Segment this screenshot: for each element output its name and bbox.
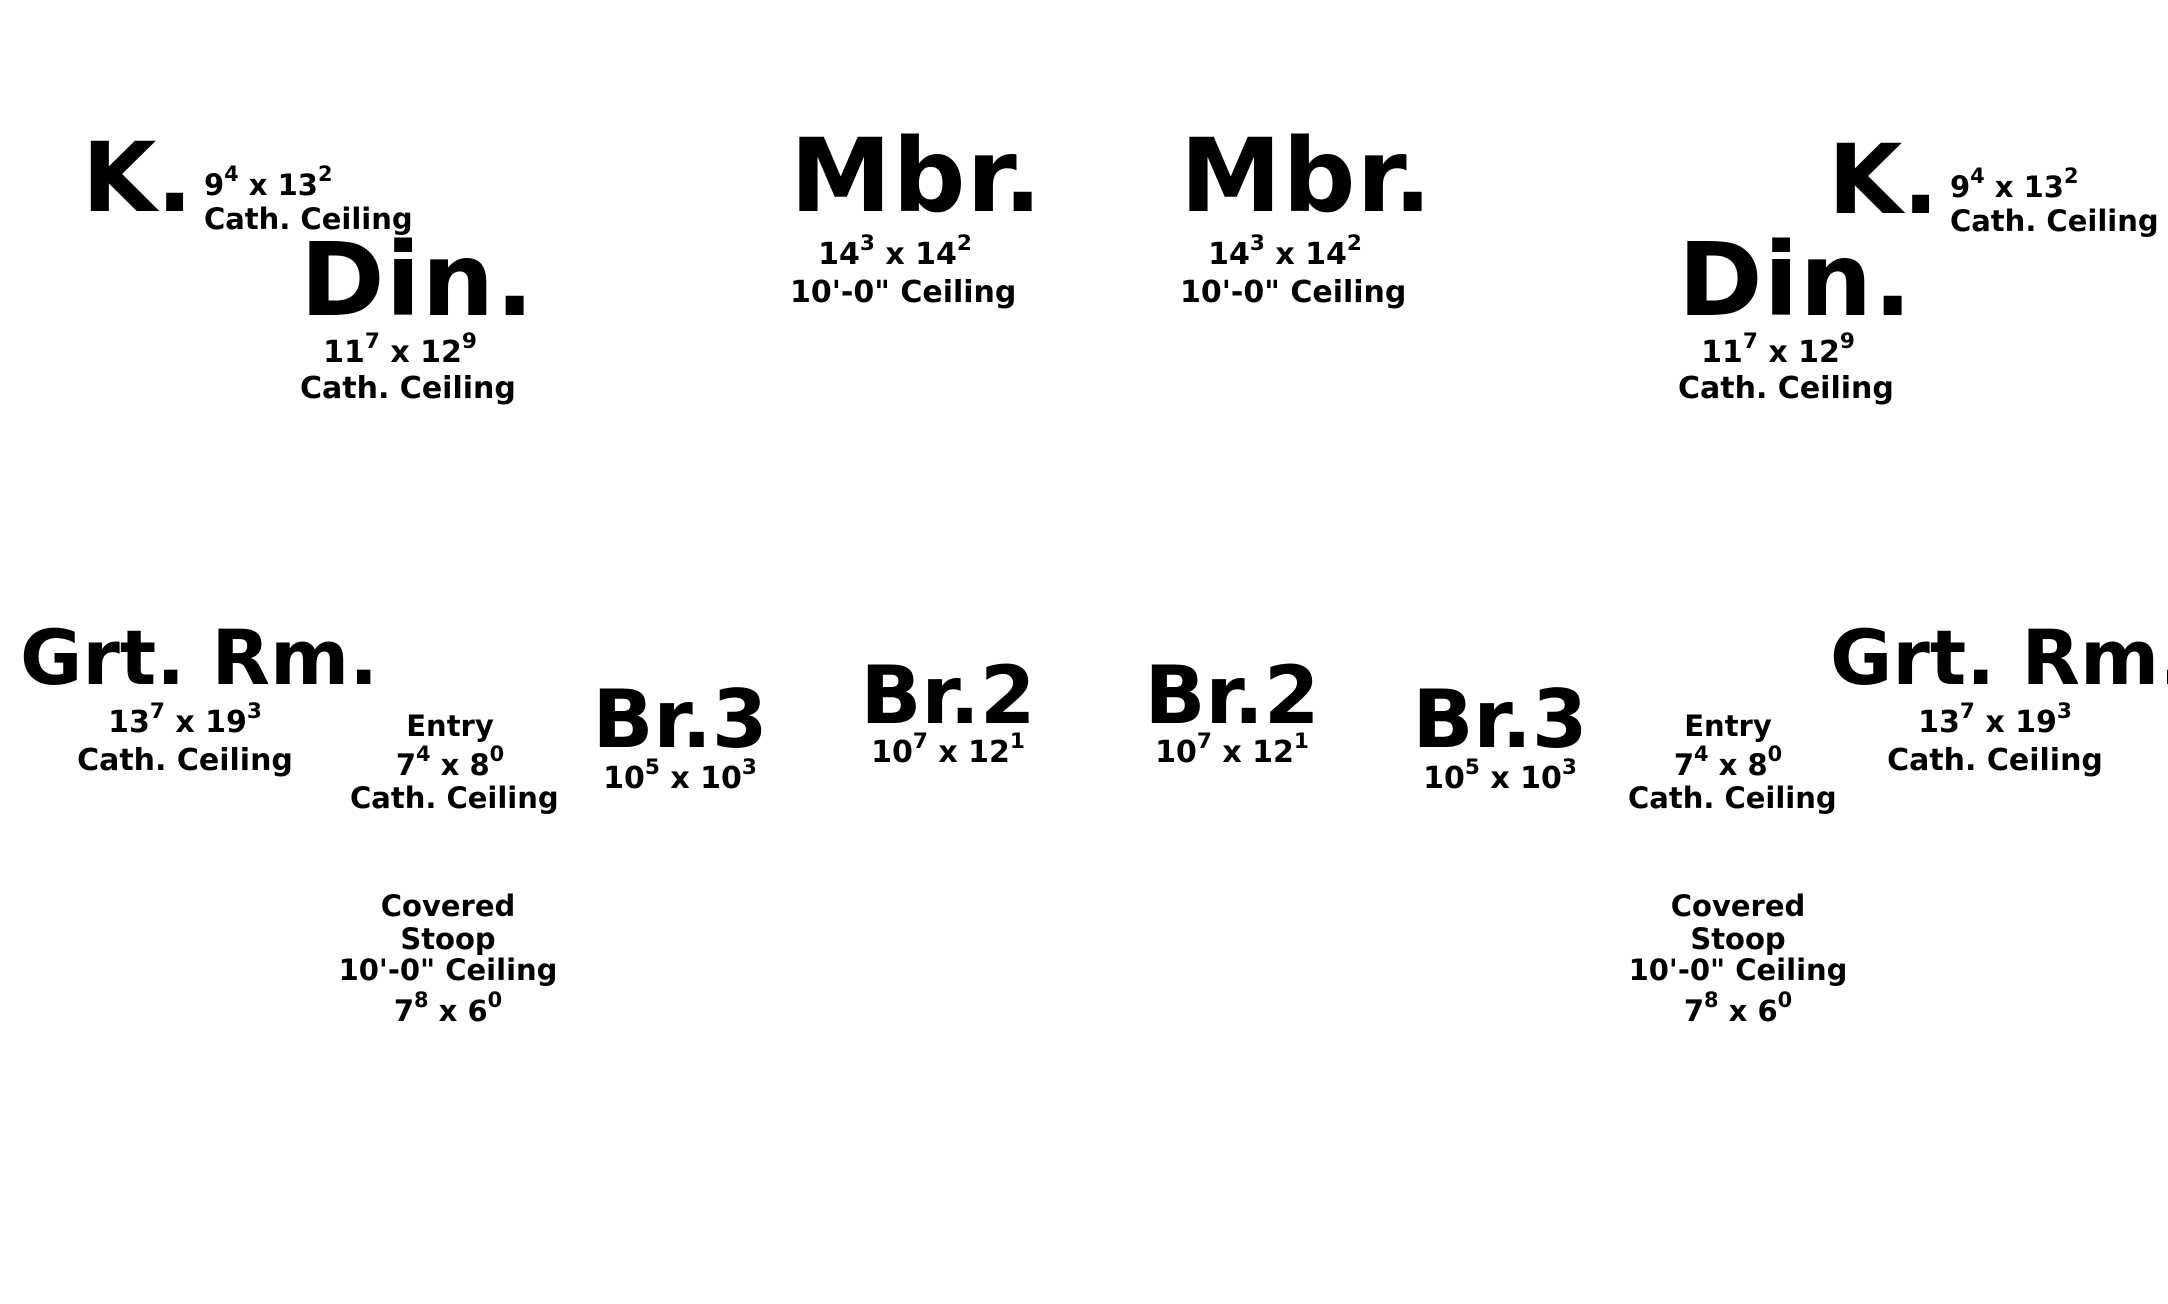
room-name: Grt. Rm. (1830, 613, 2168, 702)
room-entry-left: Entry 74 x 80 Cath. Ceiling (350, 709, 559, 815)
room-name: Grt. Rm. (20, 613, 379, 702)
room-dimensions: 143 x 142 (818, 230, 972, 272)
room-details: 94 x 132 Cath. Ceiling (1949, 164, 2159, 238)
room-name-line2: Stoop (1690, 922, 1786, 956)
room-name: Din. (300, 221, 535, 340)
room-bedroom3-left: Br.3 105 x 103 (580, 680, 780, 794)
room-name-line1: Covered (1670, 889, 1806, 923)
room-ceiling-note: 10'-0" Ceiling (790, 275, 1017, 310)
room-dimensions: 74 x 80 (395, 742, 505, 782)
room-dimensions: 137 x 193 (1918, 698, 2072, 740)
room-ceiling-note: Cath. Ceiling (1949, 204, 2159, 238)
room-kitchen-right: K. 94 x 132 Cath. Ceiling (1828, 124, 2159, 238)
room-covered-stoop-left: Covered Stoop 10'-0" Ceiling 78 x 60 (338, 892, 558, 1026)
room-dimensions: 143 x 142 (1208, 230, 1362, 272)
room-ceiling-note: Cath. Ceiling (203, 202, 413, 236)
room-great-room-right: Grt. Rm. 137 x 193 Cath. Ceiling (1830, 613, 2168, 778)
room-dining-left: Din. 117 x 129 Cath. Ceiling (300, 221, 535, 406)
room-name: Br.2 (860, 649, 1036, 742)
room-dimensions: 74 x 80 (1673, 742, 1783, 782)
room-name-line1: Covered (380, 889, 516, 923)
room-ceiling-note: 10'-0" Ceiling (338, 953, 558, 987)
room-name: Mbr. (790, 117, 1044, 236)
room-ceiling-note: Cath. Ceiling (1678, 371, 1894, 406)
room-ceiling-note: 10'-0" Ceiling (1628, 953, 1848, 987)
room-ceiling-note: Cath. Ceiling (300, 371, 516, 406)
room-entry-right: Entry 74 x 80 Cath. Ceiling (1628, 709, 1837, 815)
room-name: Br.2 (1144, 649, 1320, 742)
room-dimensions: 117 x 129 (323, 328, 477, 370)
room-master-left: Mbr. 143 x 142 10'-0" Ceiling (790, 117, 1044, 310)
room-ceiling-note: Cath. Ceiling (1887, 743, 2103, 778)
room-dimensions: 94 x 132 (1949, 164, 2079, 204)
room-dimensions: 137 x 193 (108, 698, 262, 740)
room-dimensions: 117 x 129 (1701, 328, 1855, 370)
room-dimensions: 78 x 60 (1683, 988, 1793, 1028)
room-name: Entry (406, 709, 494, 743)
room-details: 94 x 132 Cath. Ceiling (203, 162, 413, 236)
room-name-line2: Stoop (400, 922, 496, 956)
room-name: Entry (1684, 709, 1772, 743)
room-ceiling-note: Cath. Ceiling (1628, 781, 1837, 815)
room-ceiling-note: 10'-0" Ceiling (1180, 275, 1407, 310)
room-dining-right: Din. 117 x 129 Cath. Ceiling (1678, 221, 1913, 406)
room-bedroom3-right: Br.3 105 x 103 (1400, 680, 1600, 794)
room-dimensions: 94 x 132 (203, 162, 333, 202)
room-dimensions: 107 x 121 (1155, 728, 1309, 770)
room-bedroom2-right: Br.2 107 x 121 (1132, 656, 1332, 768)
room-covered-stoop-right: Covered Stoop 10'-0" Ceiling 78 x 60 (1628, 892, 1848, 1026)
room-dimensions: 107 x 121 (871, 728, 1025, 770)
room-name: K. (1828, 124, 1939, 236)
room-ceiling-note: Cath. Ceiling (77, 743, 293, 778)
room-dimensions: 105 x 103 (603, 754, 757, 796)
room-kitchen-left: K. 94 x 132 Cath. Ceiling (82, 122, 413, 236)
room-name: Br.3 (592, 673, 768, 766)
room-name: Br.3 (1412, 673, 1588, 766)
room-dimensions: 105 x 103 (1423, 754, 1577, 796)
room-name: Mbr. (1180, 117, 1434, 236)
room-name: K. (82, 122, 193, 234)
room-great-room-left: Grt. Rm. 137 x 193 Cath. Ceiling (20, 613, 379, 778)
room-ceiling-note: Cath. Ceiling (350, 781, 559, 815)
room-name: Din. (1678, 221, 1913, 340)
room-master-right: Mbr. 143 x 142 10'-0" Ceiling (1180, 117, 1434, 310)
room-dimensions: 78 x 60 (393, 988, 503, 1028)
room-bedroom2-left: Br.2 107 x 121 (848, 656, 1048, 768)
